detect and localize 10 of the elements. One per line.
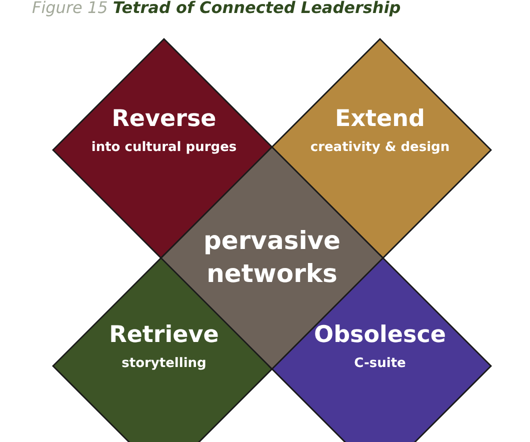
diamond-heading: Retrieve [108,322,220,348]
diamond-subtitle: storytelling [120,356,208,371]
diamond-subtitle: into cultural purges [90,140,238,155]
diamond-subtitle: creativity & design [309,140,451,155]
diamond-subtitle: C-suite [353,356,407,371]
figure-title: Figure 15 Tetrad of Connected Leadership [32,0,401,17]
diamond-heading: Obsolesce [313,322,447,348]
diamond-label: pervasive networks [202,225,342,290]
diamond-heading: Extend [334,106,426,132]
diamond-heading: Reverse [110,106,218,132]
